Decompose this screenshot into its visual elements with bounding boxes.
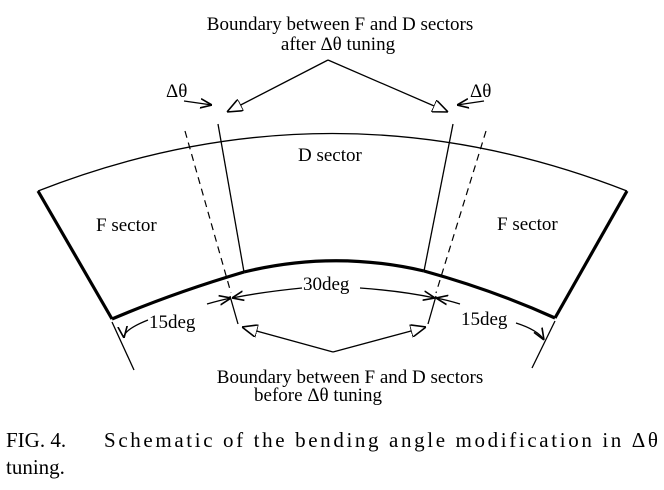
angle-center-arrow-a (232, 287, 303, 298)
ext-line-mid-right (427, 295, 437, 325)
angle-center-label: 30deg (303, 274, 350, 295)
delta-theta-right: Δθ (470, 81, 491, 102)
top-pointer-left (227, 59, 329, 112)
angle-left-arrow-a (124, 319, 149, 338)
ext-line-right (531, 320, 556, 369)
right-edge (553, 190, 629, 319)
inner-arc-left (111, 270, 245, 321)
top-label-line2: after Δθ tuning (281, 34, 396, 55)
top-pointer-right (327, 59, 448, 112)
angle-right-arrow-b (515, 322, 544, 340)
delta-theta-left-arrow (183, 101, 212, 105)
angle-center-arrow-b (359, 287, 435, 298)
left-edge (36, 190, 114, 320)
ext-line-left (111, 321, 135, 371)
delta-theta-right-arrow (457, 101, 485, 105)
angle-left-label: 15deg (149, 312, 196, 333)
f-sector-left-label: F sector (96, 215, 157, 236)
boundary-before-right (435, 130, 487, 294)
angle-right-label: 15deg (461, 309, 508, 330)
bottom-label-line1: Boundary between F and D sectors (217, 367, 483, 388)
inner-arc-center (243, 259, 425, 274)
angle-left-arrow-b (206, 298, 231, 304)
boundary-after-left (217, 123, 245, 273)
caption-line2: tuning. (6, 455, 65, 479)
f-sector-right-label: F sector (497, 214, 558, 235)
bottom-pointer-left (242, 327, 334, 353)
top-label-line1: Boundary between F and D sectors (207, 14, 473, 35)
caption-line1: Schematic of the bending angle modificat… (104, 428, 658, 452)
figure-number: FIG. 4. (6, 428, 66, 452)
d-sector-label: D sector (298, 145, 363, 166)
outer-arc (37, 132, 628, 192)
angle-right-arrow-a (436, 298, 461, 304)
ext-line-mid-left (229, 295, 239, 325)
inner-arc-right (423, 269, 556, 320)
delta-theta-left: Δθ (166, 81, 187, 102)
boundary-after-right (423, 123, 454, 272)
boundary-before-left (184, 130, 232, 294)
bottom-pointer-right (332, 327, 426, 353)
bottom-label-line2: before Δθ tuning (254, 385, 382, 406)
